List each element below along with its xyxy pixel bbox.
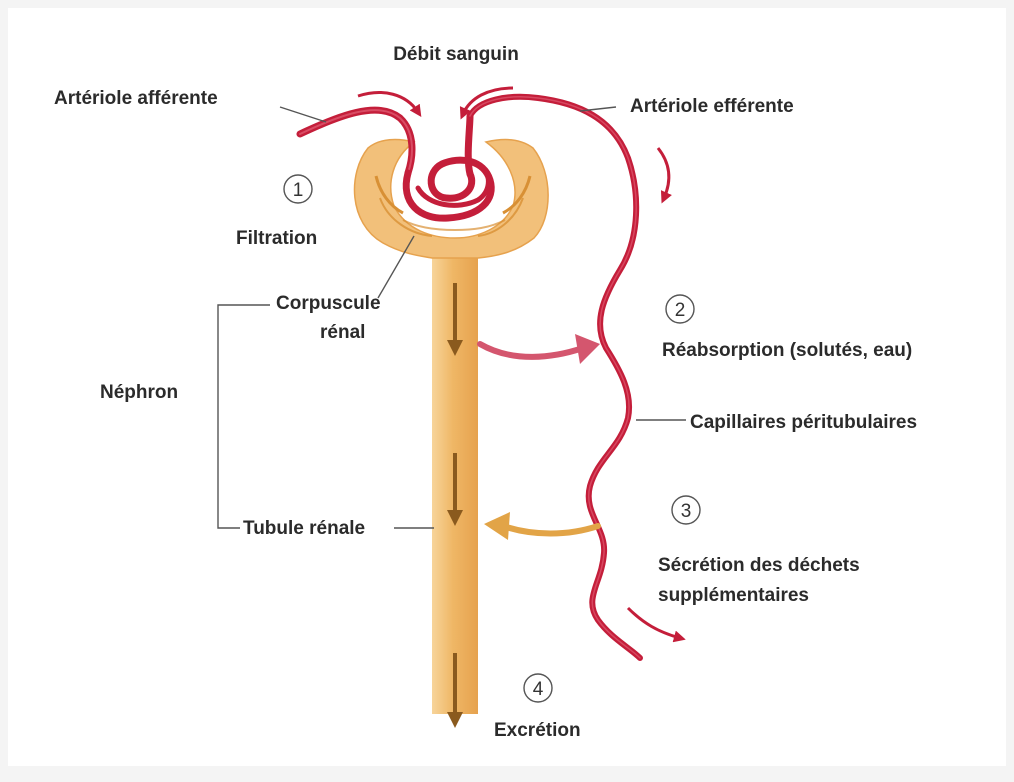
label-afferent-arteriole: Artériole afférente xyxy=(54,88,218,109)
reabsorption-arrow xyxy=(480,334,600,364)
label-efferent-arteriole: Artériole efférente xyxy=(630,96,794,117)
step-4: 4 xyxy=(524,674,552,702)
glomerulus xyxy=(406,116,491,218)
label-secretion-line2: supplémentaires xyxy=(658,585,809,606)
label-corpuscle-line1: Corpuscule xyxy=(276,293,381,314)
label-renal-tubule: Tubule rénale xyxy=(243,518,365,539)
nephron-diagram: 1 2 3 4 Débit sanguin Artériole afférent… xyxy=(8,8,1006,766)
diagram-svg: 1 2 3 4 Débit sanguin Artériole afférent… xyxy=(8,8,1014,782)
label-peritubular-capillaries: Capillaires péritubulaires xyxy=(690,412,917,433)
label-excretion: Excrétion xyxy=(494,720,581,741)
label-blood-flow: Débit sanguin xyxy=(393,44,519,65)
step-3-number: 3 xyxy=(681,501,692,522)
label-nephron: Néphron xyxy=(100,382,178,403)
afferent-arteriole xyxy=(300,93,418,173)
step-1: 1 xyxy=(284,175,312,203)
label-corpuscle-line2: rénal xyxy=(320,322,365,343)
step-1-number: 1 xyxy=(293,180,304,201)
step-4-number: 4 xyxy=(533,679,544,700)
renal-tubule xyxy=(354,140,548,714)
step-3: 3 xyxy=(672,496,700,524)
label-secretion-line1: Sécrétion des déchets xyxy=(658,555,860,576)
label-filtration: Filtration xyxy=(236,228,317,249)
step-2-number: 2 xyxy=(675,300,686,321)
label-reabsorption: Réabsorption (solutés, eau) xyxy=(662,340,912,361)
peritubular-capillary xyxy=(463,88,680,658)
secretion-arrow xyxy=(484,512,598,540)
step-2: 2 xyxy=(666,295,694,323)
